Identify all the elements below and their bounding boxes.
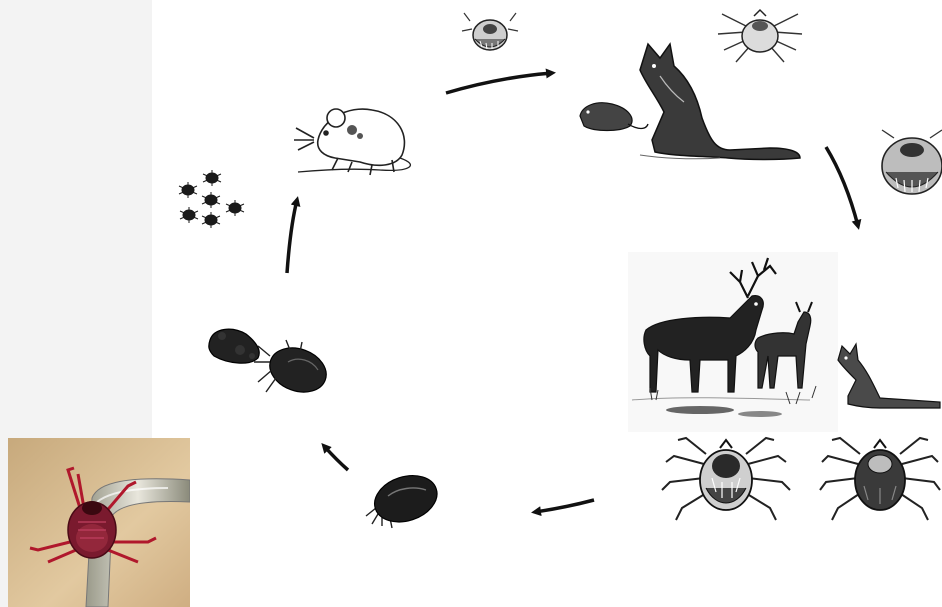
arrow-nymph-to-adult-hosts [826,147,858,226]
adult-tick-top-icon [718,10,802,62]
fox-icon [640,44,800,160]
coyote-icon [838,344,940,408]
arrow-larva-to-host [287,200,297,273]
engorged-nymph-icon [882,130,942,194]
vole-icon [580,103,648,131]
male-tick-icon [820,438,940,520]
arrow-adults-to-engorged [535,500,594,512]
arrow-engorged-to-egg-laying [324,446,348,470]
engorged-female-icon [366,468,443,530]
nymph-tick-icon [462,13,518,50]
female-tick-icon [662,438,790,520]
mouse-icon [294,109,410,175]
deer-scene [628,252,838,432]
tick-photo [8,438,190,607]
arrow-host-to-nymph [446,73,552,93]
larvae-cluster-icon [179,170,244,228]
egg-laying-female-icon [209,329,333,399]
